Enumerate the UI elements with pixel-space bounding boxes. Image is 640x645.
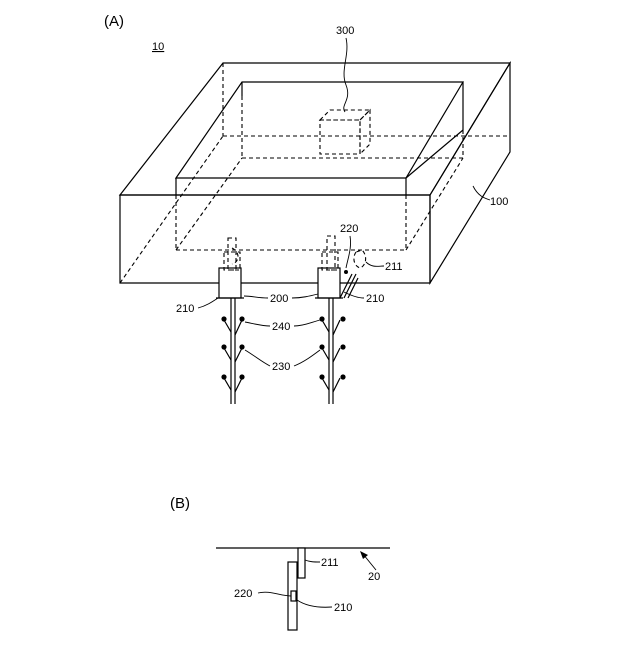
sensor-leader-a bbox=[346, 236, 351, 268]
housing-ref-label: 100 bbox=[490, 196, 508, 208]
sensor-ref-label-b: 220 bbox=[234, 588, 252, 600]
base-ref-label: 200 bbox=[270, 293, 288, 305]
sensor-leader-b bbox=[258, 592, 291, 596]
branch-leader-right bbox=[294, 320, 320, 326]
stem-leader-left bbox=[245, 350, 270, 366]
module-ref-label: 300 bbox=[336, 25, 354, 37]
sensor-ref-label-a: 220 bbox=[340, 223, 358, 235]
panel-b-label: (B) bbox=[170, 495, 190, 512]
branch-ref-label: 240 bbox=[272, 321, 290, 333]
part-211-ref-label-a: 211 bbox=[385, 261, 403, 273]
right-plant-assembly bbox=[315, 236, 366, 404]
panel-a-label: (A) bbox=[104, 13, 124, 30]
system-ref-label: 10 bbox=[152, 41, 164, 53]
part-210-ref-label-b: 210 bbox=[334, 602, 352, 614]
part-210-leader-left bbox=[198, 298, 218, 308]
branch-leader-left bbox=[245, 322, 270, 326]
part-211-ref-label-b: 211 bbox=[321, 557, 339, 569]
ref-20-label: 20 bbox=[368, 571, 380, 583]
inner-tray bbox=[176, 82, 463, 250]
left-plant-assembly bbox=[216, 238, 245, 404]
part-210-ref-label-right: 210 bbox=[366, 293, 384, 305]
stem-ref-label: 230 bbox=[272, 361, 290, 373]
base-leader-right bbox=[292, 294, 318, 298]
module-cube bbox=[320, 110, 370, 154]
base-leader-left bbox=[244, 296, 268, 298]
part-210-leader-b bbox=[297, 600, 332, 607]
ref-20-arrowhead bbox=[360, 551, 368, 559]
part-211-leader-a bbox=[366, 262, 384, 266]
part-211-leader-b bbox=[305, 560, 320, 562]
stem-leader-right bbox=[294, 350, 320, 366]
part-210-ref-label-left: 210 bbox=[176, 303, 194, 315]
module-leader bbox=[344, 38, 348, 112]
